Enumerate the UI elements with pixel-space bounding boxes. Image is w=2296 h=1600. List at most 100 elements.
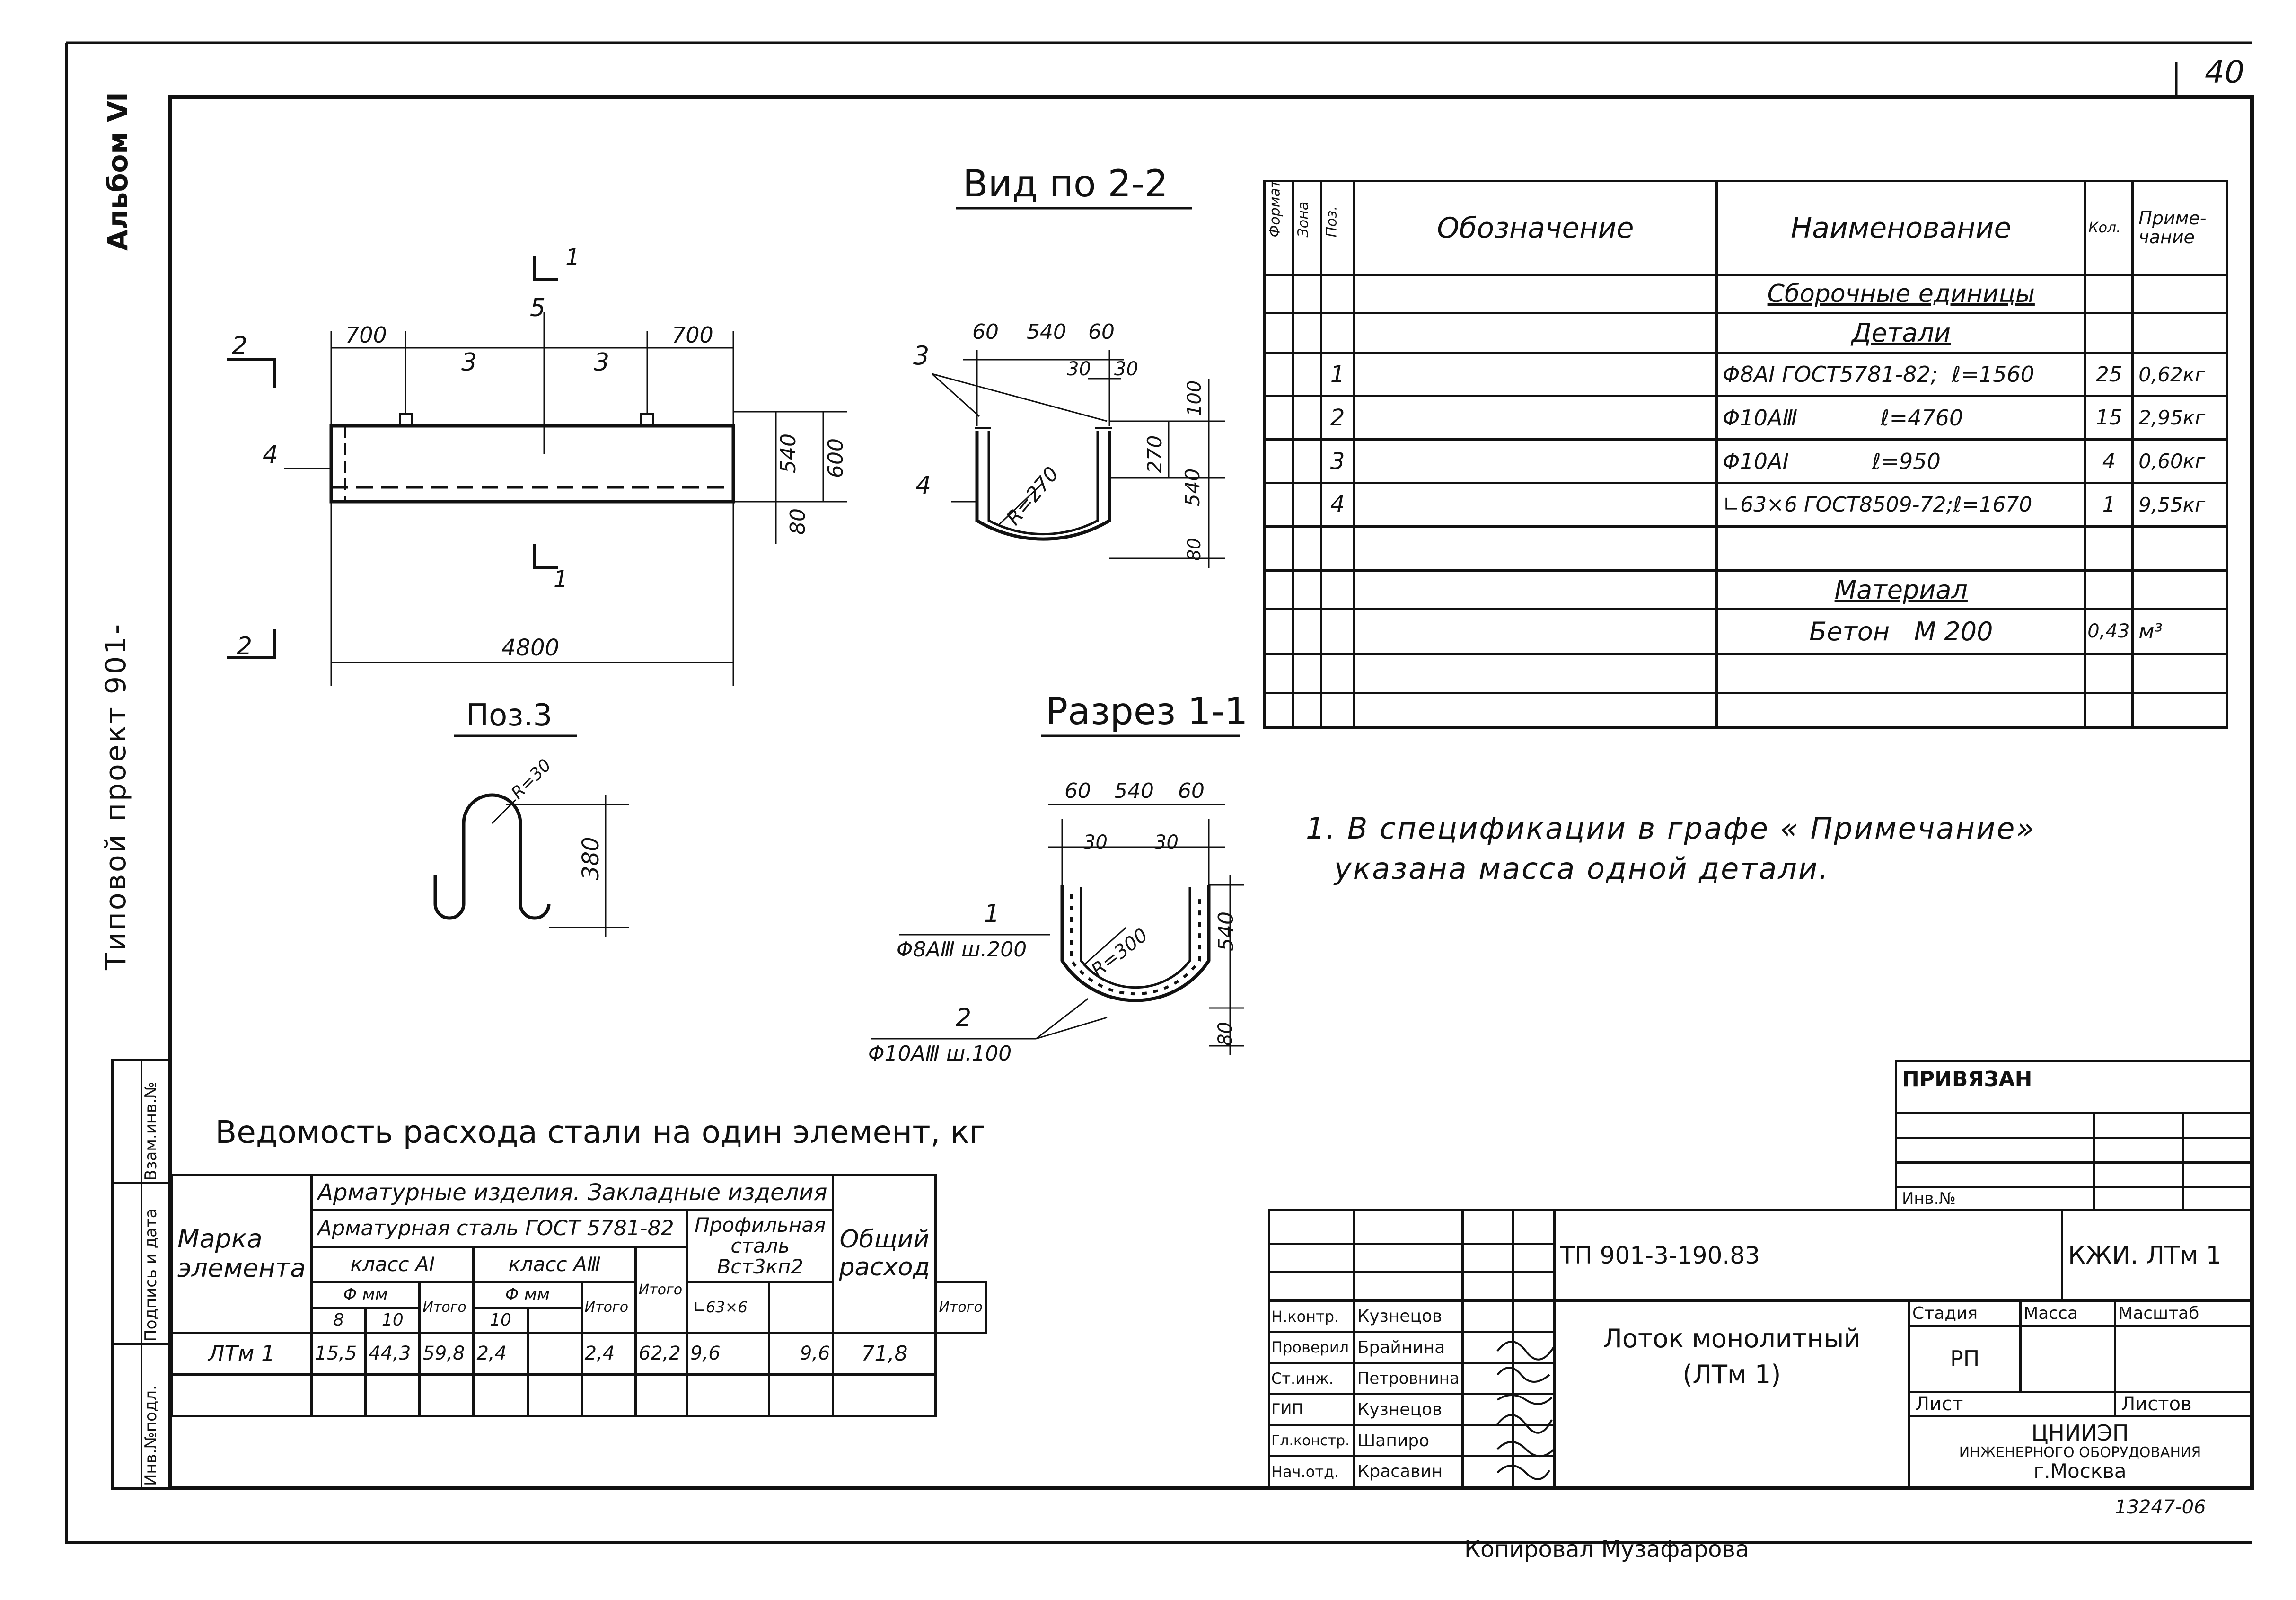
pos3-height: 380 — [578, 837, 604, 880]
stamp-vzam-inv: Взам.инв.№ — [141, 1081, 160, 1181]
spec-row-1: 1 Φ8АⅠ ГОСТ5781-82; ℓ=1560 25 0,62кг — [1263, 351, 2228, 398]
v22-label-3: 3 — [913, 341, 930, 371]
view22-drawing — [931, 350, 1225, 568]
v22-dim-540: 540 — [1027, 320, 1066, 344]
pos-label-4: 4 — [263, 441, 279, 469]
org-name-3: г.Москва — [2033, 1459, 2127, 1483]
title-person-row: Ст.инж. Петровнина — [1268, 1361, 2251, 1396]
steel-h-gost: Арматурная сталь ГОСТ 5781-82 — [310, 1209, 689, 1248]
v22-label-4: 4 — [915, 471, 932, 500]
spec-header-format: Формат — [1267, 181, 1284, 238]
steel-h-itogo-a3: Итого — [580, 1280, 637, 1334]
spec-header-note: Приме- чание — [2131, 179, 2228, 276]
dim-600-elev: 600 — [824, 438, 848, 478]
spec-concrete-qty: 0,43 — [2084, 608, 2134, 655]
s11-rebar-1: Φ8АⅢ ш.200 — [897, 937, 1027, 962]
sheet-number: 40 — [2205, 54, 2244, 90]
s11-dim-80: 80 — [1214, 1022, 1236, 1046]
pos-label-3-left: 3 — [461, 348, 477, 377]
steel-row-ltm1: ЛТм 1 15,5 44,3 59,8 2,4 2,4 62,2 9,6 9,… — [170, 1331, 986, 1376]
v22-dim-100: 100 — [1184, 380, 1205, 416]
sheets-header: Листов — [2115, 1392, 2249, 1417]
dim-700-right: 700 — [672, 322, 713, 348]
privyazan-label: ПРИВЯЗАН — [1895, 1060, 2252, 1114]
steel-h-rebar: Арматурные изделия. Закладные изделия — [310, 1174, 835, 1211]
stage-header: Стадия — [1911, 1303, 2022, 1327]
spec-concrete-unit: м³ — [2131, 608, 2228, 655]
pos-label-3-right: 3 — [594, 348, 610, 377]
section-mark-2-top: 2 — [232, 332, 248, 360]
pos3-title: Поз.3 — [466, 698, 553, 733]
title-person-row: Проверил Брайнина — [1268, 1330, 2251, 1364]
steel-h-itogo-a1: Итого — [418, 1280, 475, 1334]
section11-title: Разрез 1-1 — [1046, 690, 1248, 733]
title-person-row: Гл.констр. Шапиро — [1268, 1423, 2251, 1458]
steel-h-d10-a3: 10 — [472, 1306, 529, 1334]
s11-dim-60a: 60 — [1064, 779, 1091, 803]
specification-table: Формат Зона Поз. Обозначение Наименовани… — [1263, 179, 2228, 729]
steel-h-d10: 10 — [364, 1306, 421, 1334]
steel-h-angle: ∟63×6 — [686, 1280, 770, 1334]
title-person-row: Нач.отд. Красавин — [1268, 1455, 2251, 1488]
title-line-1: Лоток монолитный — [1603, 1324, 1861, 1354]
spec-header-qty: Кол. — [2084, 179, 2134, 276]
v22-dim-540: 540 — [1181, 468, 1204, 506]
section-mark-1-bottom: 1 — [554, 566, 568, 592]
dim-700-left: 700 — [345, 322, 387, 348]
title-doc-code: КЖИ. ЛТм 1 — [2061, 1209, 2252, 1302]
elevation-drawing — [227, 256, 847, 686]
steel-h-class-a1: класс АⅠ — [310, 1245, 475, 1283]
title-line-2: (ЛТм 1) — [1682, 1359, 1781, 1389]
sheet-header: Лист — [1911, 1392, 2117, 1417]
steel-h-profile: Профильная сталь Вст3кп2 — [686, 1209, 835, 1283]
org-name-2: ИНЖЕНЕРНОГО ОБОРУДОВАНИЯ — [1959, 1444, 2201, 1461]
steel-h-fmm-a3: Φ мм — [472, 1280, 583, 1309]
album-label: Альбом Ⅵ — [102, 92, 134, 251]
steel-table: Марка элемента Арматурные изделия. Закла… — [170, 1174, 987, 1418]
scale-header: Масштаб — [2115, 1303, 2249, 1327]
s11-label-2: 2 — [956, 1004, 972, 1032]
org-name-1: ЦНИИЭП — [2031, 1420, 2129, 1446]
dim-80-elev: 80 — [786, 508, 810, 535]
s11-dim-60b: 60 — [1178, 779, 1205, 803]
spec-header-name: Наименование — [1715, 179, 2087, 276]
title-person-row: ГИП Кузнецов — [1268, 1393, 2251, 1426]
note-line-1: 1. В спецификации в графе « Примечание» — [1306, 811, 2036, 846]
title-doc-number: ТП 901-3-190.83 — [1553, 1209, 2064, 1302]
steel-h-d8: 8 — [310, 1306, 367, 1334]
s11-dim-30a: 30 — [1083, 831, 1108, 853]
spec-row-3: 3 Φ10АⅠ ℓ=950 4 0,60кг — [1263, 438, 2228, 484]
spec-row-2: 2 Φ10АⅢ ℓ=4760 15 2,95кг — [1263, 395, 2228, 441]
steel-table-title: Ведомость расхода стали на один элемент,… — [215, 1114, 986, 1150]
v22-dim-60a: 60 — [972, 320, 999, 344]
privyazan-block: ПРИВЯЗАН Инв.№ — [1895, 1060, 2252, 1211]
spec-header-designation: Обозначение — [1353, 179, 1718, 276]
s11-label-1: 1 — [984, 900, 1000, 928]
spec-row-4: 4 ∟63×6 ГОСТ8509-72;ℓ=1670 1 9,55кг — [1263, 481, 2228, 528]
s11-dim-540: 540 — [1114, 779, 1154, 803]
mass-header: Масса — [2020, 1303, 2117, 1327]
pos3-drawing — [433, 793, 629, 937]
view22-title: Вид по 2-2 — [963, 163, 1168, 205]
spec-group-material: Материал — [1715, 569, 2087, 610]
steel-h-class-a3: класс АⅢ — [472, 1245, 637, 1283]
copied-by: Копировал Музафарова — [1464, 1536, 1750, 1563]
title-underlines — [454, 207, 1240, 737]
section-mark-2-bottom: 2 — [237, 632, 253, 661]
stamp-inv-podl: Инв.№подл. — [141, 1385, 160, 1486]
v22-dim-60b: 60 — [1088, 320, 1115, 344]
spec-group-assembly: Сборочные единицы — [1715, 274, 2087, 315]
project-vertical-label: Типовой проект 901- — [99, 622, 132, 970]
note-line-2: указана масса одной детали. — [1334, 851, 1830, 886]
stage-value: РП — [1911, 1326, 2022, 1393]
stamp-signature-date: Подпись и дата — [141, 1208, 160, 1342]
pos-label-5: 5 — [530, 294, 546, 322]
steel-h-mark: Марка элемента — [170, 1174, 313, 1334]
dim-4800: 4800 — [501, 635, 560, 661]
section-mark-1-top: 1 — [565, 244, 580, 271]
title-block: ТП 901-3-190.83 КЖИ. ЛТм 1 Н.контр. Кузн… — [1268, 1209, 2252, 1488]
v22-dim-270: 270 — [1143, 435, 1166, 473]
archive-number: 13247-06 — [2115, 1496, 2206, 1518]
spec-concrete: Бетон М 200 — [1715, 608, 2087, 655]
s11-rebar-2: Φ10АⅢ ш.100 — [868, 1042, 1012, 1066]
